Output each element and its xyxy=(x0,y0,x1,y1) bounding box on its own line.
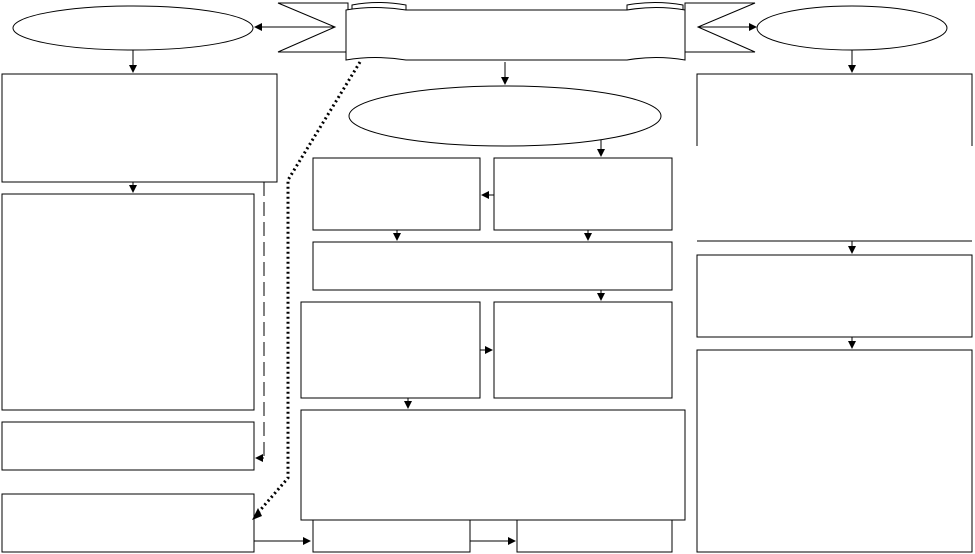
right-box-2 xyxy=(696,254,973,338)
right-box-1 xyxy=(696,73,973,146)
dotted-connector xyxy=(254,61,362,516)
right-box-3 xyxy=(696,349,973,553)
center-box-row3-left xyxy=(300,301,481,399)
center-box-row3-right xyxy=(493,301,673,399)
dotted-arrowhead xyxy=(252,508,262,520)
left-box-1 xyxy=(1,73,278,183)
center-box-row4-wide xyxy=(300,409,686,521)
center-box-row1-right xyxy=(493,157,673,231)
left-box-4 xyxy=(1,493,255,553)
center-box-bottom-right xyxy=(516,520,673,553)
left-box-2 xyxy=(1,193,255,411)
left-box-3 xyxy=(1,421,255,471)
center-oval xyxy=(348,85,662,147)
center-box-row1-left xyxy=(312,157,481,231)
title-banner xyxy=(277,2,756,61)
left-oval xyxy=(12,5,254,51)
center-box-bottom-left xyxy=(312,520,471,553)
right-oval xyxy=(756,5,948,51)
center-box-row2-wide xyxy=(312,241,673,291)
